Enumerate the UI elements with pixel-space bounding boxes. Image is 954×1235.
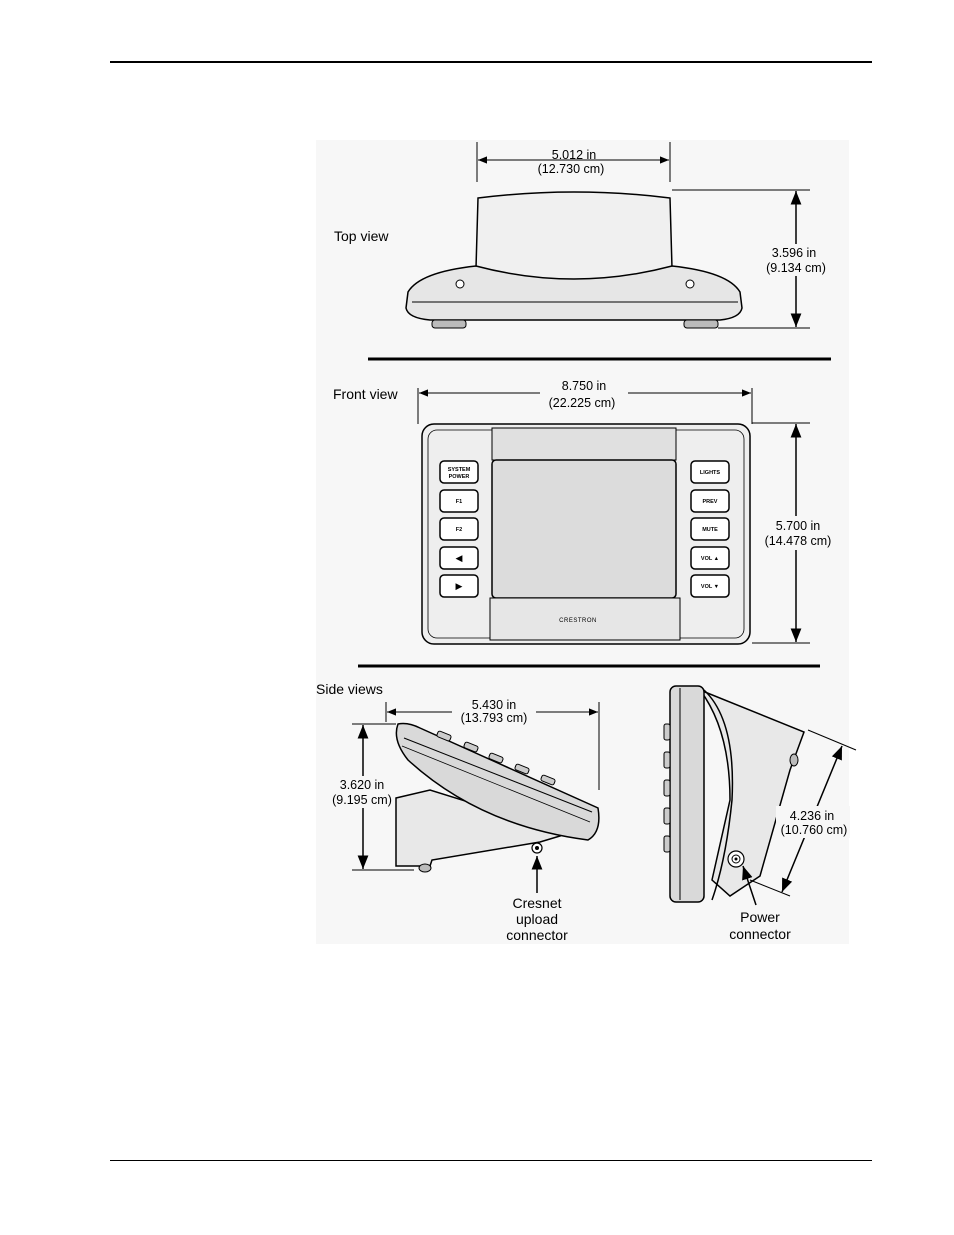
f2-label: F2 <box>456 527 462 533</box>
cresnet-label-2: upload <box>516 911 558 927</box>
side-depth-cm: (13.793 cm) <box>461 711 528 725</box>
power-label-2: connector <box>729 926 791 942</box>
side-height-cm: (9.195 cm) <box>332 793 392 807</box>
front-brand-logo: CRESTRON <box>559 618 597 624</box>
top-right-screw-icon <box>686 280 694 288</box>
front-top-bezel <box>492 428 676 460</box>
side-depth-in: 5.430 in <box>472 698 517 712</box>
side-diag-in: 4.236 in <box>790 809 835 823</box>
top-height-in: 3.596 in <box>772 246 817 260</box>
lights-label: LIGHTS <box>700 470 720 476</box>
left-arrow-icon: ◀ <box>456 553 463 563</box>
front-height-in: 5.700 in <box>776 519 821 533</box>
top-height-cm: (9.134 cm) <box>766 261 826 275</box>
power-label-1: Power <box>740 909 780 925</box>
front-height-cm: (14.478 cm) <box>765 534 832 548</box>
vol-up-label: VOL ▲ <box>701 556 719 562</box>
top-left-screw-icon <box>456 280 464 288</box>
top-width-in: 5.012 in <box>552 148 597 162</box>
front-width-cm: (22.225 cm) <box>549 396 616 410</box>
prev-label: PREV <box>703 499 718 505</box>
side-views-title: Side views <box>316 681 383 697</box>
system-power-label-2: POWER <box>449 474 470 480</box>
vol-down-label: VOL ▼ <box>701 584 719 590</box>
top-left-foot <box>432 320 466 328</box>
system-power-label-1: SYSTEM <box>448 467 471 473</box>
side-height-in: 3.620 in <box>340 778 385 792</box>
side-right-foot <box>790 754 798 766</box>
cresnet-label-3: connector <box>506 927 568 943</box>
top-width-cm: (12.730 cm) <box>538 162 605 176</box>
top-right-foot <box>684 320 718 328</box>
right-arrow-icon: ▶ <box>456 581 463 591</box>
f1-label: F1 <box>456 499 462 505</box>
mute-label: MUTE <box>702 527 718 533</box>
top-screen-hood <box>476 192 672 280</box>
cresnet-label-1: Cresnet <box>512 895 561 911</box>
top-view-title: Top view <box>334 228 389 244</box>
front-touch-screen <box>492 460 676 598</box>
front-width-in: 8.750 in <box>562 379 607 393</box>
side-left-foot <box>419 864 431 872</box>
front-view-title: Front view <box>333 386 398 402</box>
side-right-panel <box>670 686 704 902</box>
side-diag-cm: (10.760 cm) <box>781 823 848 837</box>
